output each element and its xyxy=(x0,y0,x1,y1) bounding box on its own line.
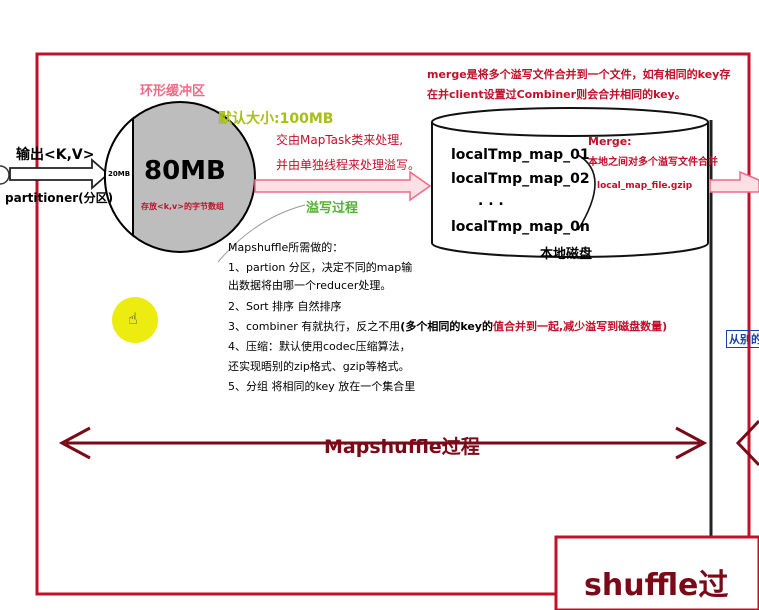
notes-line-4-b: (多个相同的key的 xyxy=(400,320,493,333)
merged-file-label: local_map_file.gzip xyxy=(597,181,693,191)
handoff-line-1: 交由MapTask类来处理, xyxy=(276,133,404,147)
local-disk-label: 本地磁盘 xyxy=(540,247,593,262)
input-node xyxy=(0,165,10,185)
mapshuffle-label: Mapshuffle过程 xyxy=(324,436,480,458)
local-disk-top xyxy=(431,107,709,137)
notes-line-1: 1、partion 分区，决定不同的map输 xyxy=(228,261,413,274)
notes-line-3: 2、Sort 排序 自然排序 xyxy=(228,300,342,313)
merge-bracket xyxy=(577,154,596,231)
merge-note-line-1: merge是将多个溢写文件合并到一个文件，如有相同的key存 xyxy=(427,68,731,81)
hand-cursor-icon: ☝ xyxy=(128,309,138,328)
notes-line-7: 5、分组 将相同的key 放在一个集合里 xyxy=(228,380,416,393)
ring-buffer-label: 环形缓冲区 xyxy=(140,84,206,99)
mapshuffle-arrow-left-head xyxy=(58,426,91,460)
input-arrow xyxy=(9,158,110,190)
notes-line-4-a: 3、combiner 有就执行，反之不用 xyxy=(228,320,401,333)
merge-title: Merge: xyxy=(588,135,632,148)
disk-output-arrow xyxy=(709,170,759,193)
shuffle-label: shuffle过 xyxy=(584,568,729,603)
tmp-file-ellipsis: . . . xyxy=(478,193,504,209)
output-kv-label: 输出<K,V> xyxy=(16,147,95,163)
local-disk-cylinder xyxy=(431,122,709,258)
merge-description: 本地之间对多个溢写文件合并 xyxy=(588,157,718,168)
spill-label: 溢写过程 xyxy=(306,201,359,216)
buffer-20mb-label: 20MB xyxy=(108,170,131,178)
merge-note-line-2: 在并client设置过Combiner则会合并相同的key。 xyxy=(427,88,686,101)
default-size-label: 默认大小:100MB xyxy=(218,111,334,127)
shuffle-frame xyxy=(35,52,751,596)
next-stage-arrow-head xyxy=(735,419,759,467)
ring-buffer-empty-segment xyxy=(104,116,134,238)
notes-pointer-line xyxy=(217,204,306,263)
notes-line-5: 4、压缩：默认使用codec压缩算法， xyxy=(228,340,411,353)
notes-line-4: 3、combiner 有就执行，反之不用(多个相同的key的值合并到一起,减少溢… xyxy=(228,318,667,334)
mapshuffle-arrow-right-head xyxy=(675,426,708,460)
notes-line-6: 还实现晤别的zip格式、gzip等格式。 xyxy=(228,360,410,373)
tmp-file-2: localTmp_map_02 xyxy=(451,171,590,187)
buffer-to-disk-arrow xyxy=(254,170,432,202)
tmp-file-1: localTmp_map_01 xyxy=(451,147,590,163)
right-note-label: 从别的 xyxy=(726,330,759,348)
tmp-file-n: localTmp_map_0n xyxy=(451,219,590,235)
handoff-line-2: 并由单独线程来处理溢写。 xyxy=(276,158,421,172)
notes-line-4-c: 值合并到一起 xyxy=(492,320,559,333)
notes-heading: Mapshuffle所需做的： xyxy=(228,241,344,254)
buffer-80mb-label: 80MB xyxy=(144,156,226,186)
notes-line-2: 出数据将由哪一个reducer处理。 xyxy=(228,279,392,292)
shuffle-box xyxy=(554,535,759,610)
buffer-bytes-label: 存放<k,v>的字节数组 xyxy=(141,202,224,211)
partitioner-label: partitioner(分区) xyxy=(5,191,114,205)
cursor-highlight xyxy=(112,297,158,343)
notes-line-4-d: ,减少溢写到磁盘数量) xyxy=(558,320,668,333)
